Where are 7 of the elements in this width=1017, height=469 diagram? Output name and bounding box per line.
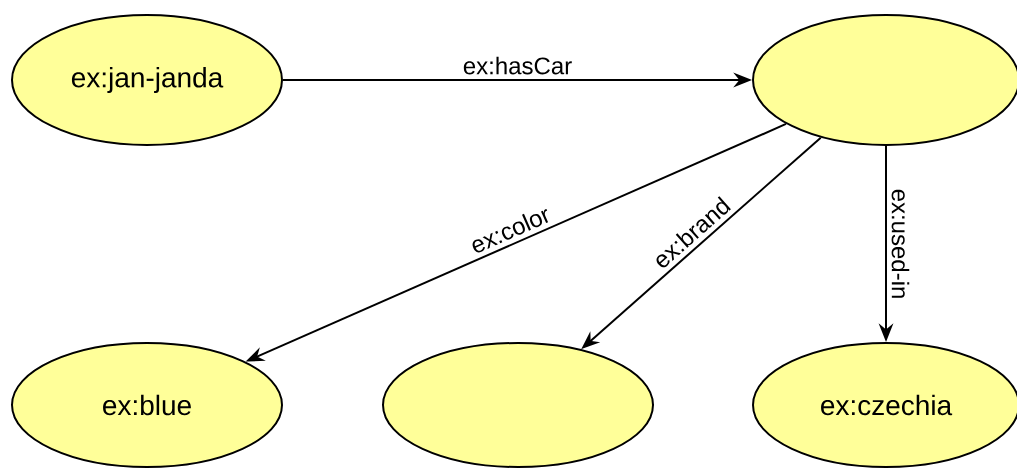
empty-ellipse — [382, 342, 654, 468]
empty-ellipse — [752, 14, 1017, 146]
edge-label: ex:used-in — [890, 187, 911, 301]
ellipse-node: ex:czechia — [752, 342, 1017, 468]
ellipse-node: ex:jan-janda — [11, 14, 283, 146]
edge-label: ex:hasCar — [461, 55, 574, 76]
ellipse-node: ex:blue — [11, 342, 283, 468]
